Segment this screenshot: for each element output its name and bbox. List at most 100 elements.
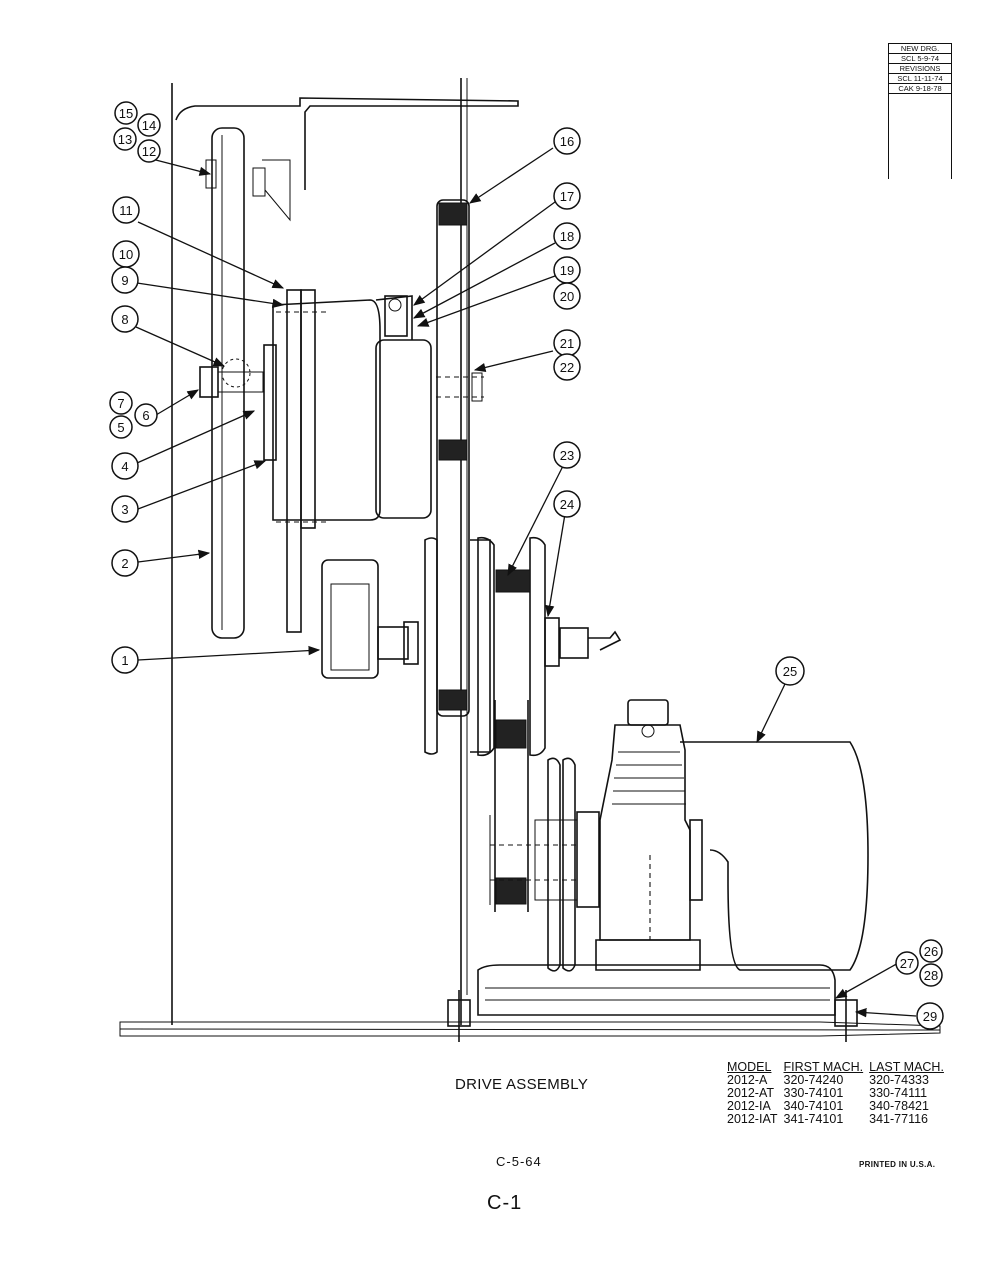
callout-20: 20 [553, 282, 581, 310]
svg-text:28: 28 [924, 968, 938, 983]
variable-pulley [477, 536, 622, 757]
svg-text:8: 8 [121, 312, 128, 327]
svg-text:18: 18 [560, 229, 574, 244]
model-cell: 2012-AT [727, 1086, 775, 1100]
svg-text:11: 11 [119, 203, 133, 218]
callout-6: 6 [134, 403, 158, 427]
svg-text:10: 10 [119, 247, 133, 262]
last-mach-cell: 340-78421 [869, 1099, 929, 1113]
callout-5: 5 [109, 415, 133, 439]
callout-13: 13 [113, 127, 137, 151]
last-mach-cell: 341-77116 [869, 1112, 928, 1126]
revision-row: SCL 11-11-74 [889, 74, 951, 84]
first-mach-cell: 340-74101 [783, 1099, 844, 1113]
svg-text:29: 29 [923, 1009, 937, 1024]
revision-row: REVISIONS [889, 64, 951, 74]
model-cell: 2012-A [727, 1073, 768, 1087]
center-pulley [436, 199, 470, 717]
svg-text:9: 9 [121, 273, 128, 288]
svg-text:2: 2 [121, 556, 128, 571]
callout-17: 17 [553, 182, 581, 210]
models-header-model: MODEL [727, 1060, 772, 1074]
svg-text:7: 7 [117, 396, 124, 411]
svg-text:19: 19 [560, 263, 574, 278]
models-table: MODEL FIRST MACH. LAST MACH. 2012-A 320-… [727, 1061, 950, 1126]
callout-21: 21 [553, 329, 581, 357]
svg-text:25: 25 [783, 664, 797, 679]
first-mach-cell: 330-74101 [783, 1086, 844, 1100]
svg-text:23: 23 [560, 448, 574, 463]
motor-pulley [490, 757, 580, 972]
callout-22: 22 [553, 353, 581, 381]
revision-row: SCL 5-9-74 [889, 54, 951, 64]
callout-29: 29 [916, 1002, 944, 1030]
svg-text:27: 27 [900, 956, 914, 971]
svg-text:22: 22 [560, 360, 574, 375]
svg-text:1: 1 [121, 653, 128, 668]
callout-9: 9 [111, 266, 139, 294]
motor-base [447, 964, 858, 1042]
callout-25: 25 [775, 656, 805, 686]
callout-3: 3 [111, 495, 139, 523]
svg-text:3: 3 [121, 502, 128, 517]
callout-14: 14 [137, 113, 161, 137]
last-mach-cell: 320-74333 [869, 1073, 929, 1087]
left-flywheel [205, 127, 291, 639]
callout-7: 7 [109, 391, 133, 415]
callout-24: 24 [553, 490, 581, 518]
table-row: 2012-IAT 341-74101 341-77116 [727, 1113, 950, 1126]
shaft-bearing [321, 537, 491, 755]
page-reference: C-5-64 [496, 1154, 542, 1169]
svg-text:21: 21 [560, 336, 574, 351]
svg-text:13: 13 [118, 132, 132, 147]
callout-4: 4 [111, 452, 139, 480]
models-header-last: LAST MACH. [869, 1060, 944, 1074]
callouts: 15 14 13 12 11 10 9 8 7 6 5 4 3 2 1 16 1… [109, 101, 944, 1030]
callout-1: 1 [111, 646, 139, 674]
callout-15: 15 [114, 101, 138, 125]
svg-text:20: 20 [560, 289, 574, 304]
first-mach-cell: 341-74101 [783, 1112, 844, 1126]
svg-text:4: 4 [121, 459, 128, 474]
revision-block: NEW DRG. SCL 5-9-74 REVISIONS SCL 11-11-… [888, 43, 952, 179]
mounting-plate [276, 289, 330, 633]
last-mach-cell: 330-74111 [869, 1086, 928, 1100]
frame [119, 78, 941, 1037]
gear-housing [199, 295, 484, 521]
callout-23: 23 [553, 441, 581, 469]
table-row: 2012-AT 330-74101 330-74111 [727, 1087, 950, 1100]
callout-28: 28 [919, 963, 943, 987]
svg-text:17: 17 [560, 189, 574, 204]
svg-text:14: 14 [142, 118, 156, 133]
callout-26: 26 [919, 939, 943, 963]
svg-text:5: 5 [117, 420, 124, 435]
first-mach-cell: 320-74240 [783, 1073, 844, 1087]
callout-12: 12 [137, 139, 161, 163]
callout-16: 16 [553, 127, 581, 155]
model-cell: 2012-IA [727, 1099, 771, 1113]
leader-lines [135, 147, 917, 1018]
models-header-first: FIRST MACH. [783, 1060, 864, 1074]
svg-text:24: 24 [560, 497, 574, 512]
printed-note: PRINTED IN U.S.A. [859, 1160, 936, 1169]
svg-text:26: 26 [924, 944, 938, 959]
drawing-title: DRIVE ASSEMBLY [455, 1076, 589, 1093]
motor-compressor [576, 699, 869, 971]
callout-2: 2 [111, 549, 139, 577]
callout-8: 8 [111, 305, 139, 333]
model-cell: 2012-IAT [727, 1112, 778, 1126]
revision-header: NEW DRG. [889, 43, 951, 54]
callout-19: 19 [553, 256, 581, 284]
callout-11: 11 [112, 196, 140, 224]
callout-27: 27 [895, 951, 919, 975]
table-row: 2012-IA 340-74101 340-78421 [727, 1100, 950, 1113]
table-row: 2012-A 320-74240 320-74333 [727, 1074, 950, 1087]
svg-text:12: 12 [142, 144, 156, 159]
belt [489, 700, 529, 912]
revision-row: CAK 9-18-78 [889, 84, 951, 94]
svg-text:16: 16 [560, 134, 574, 149]
callout-10: 10 [112, 240, 140, 268]
page-number: C-1 [487, 1192, 523, 1214]
svg-text:15: 15 [119, 106, 133, 121]
